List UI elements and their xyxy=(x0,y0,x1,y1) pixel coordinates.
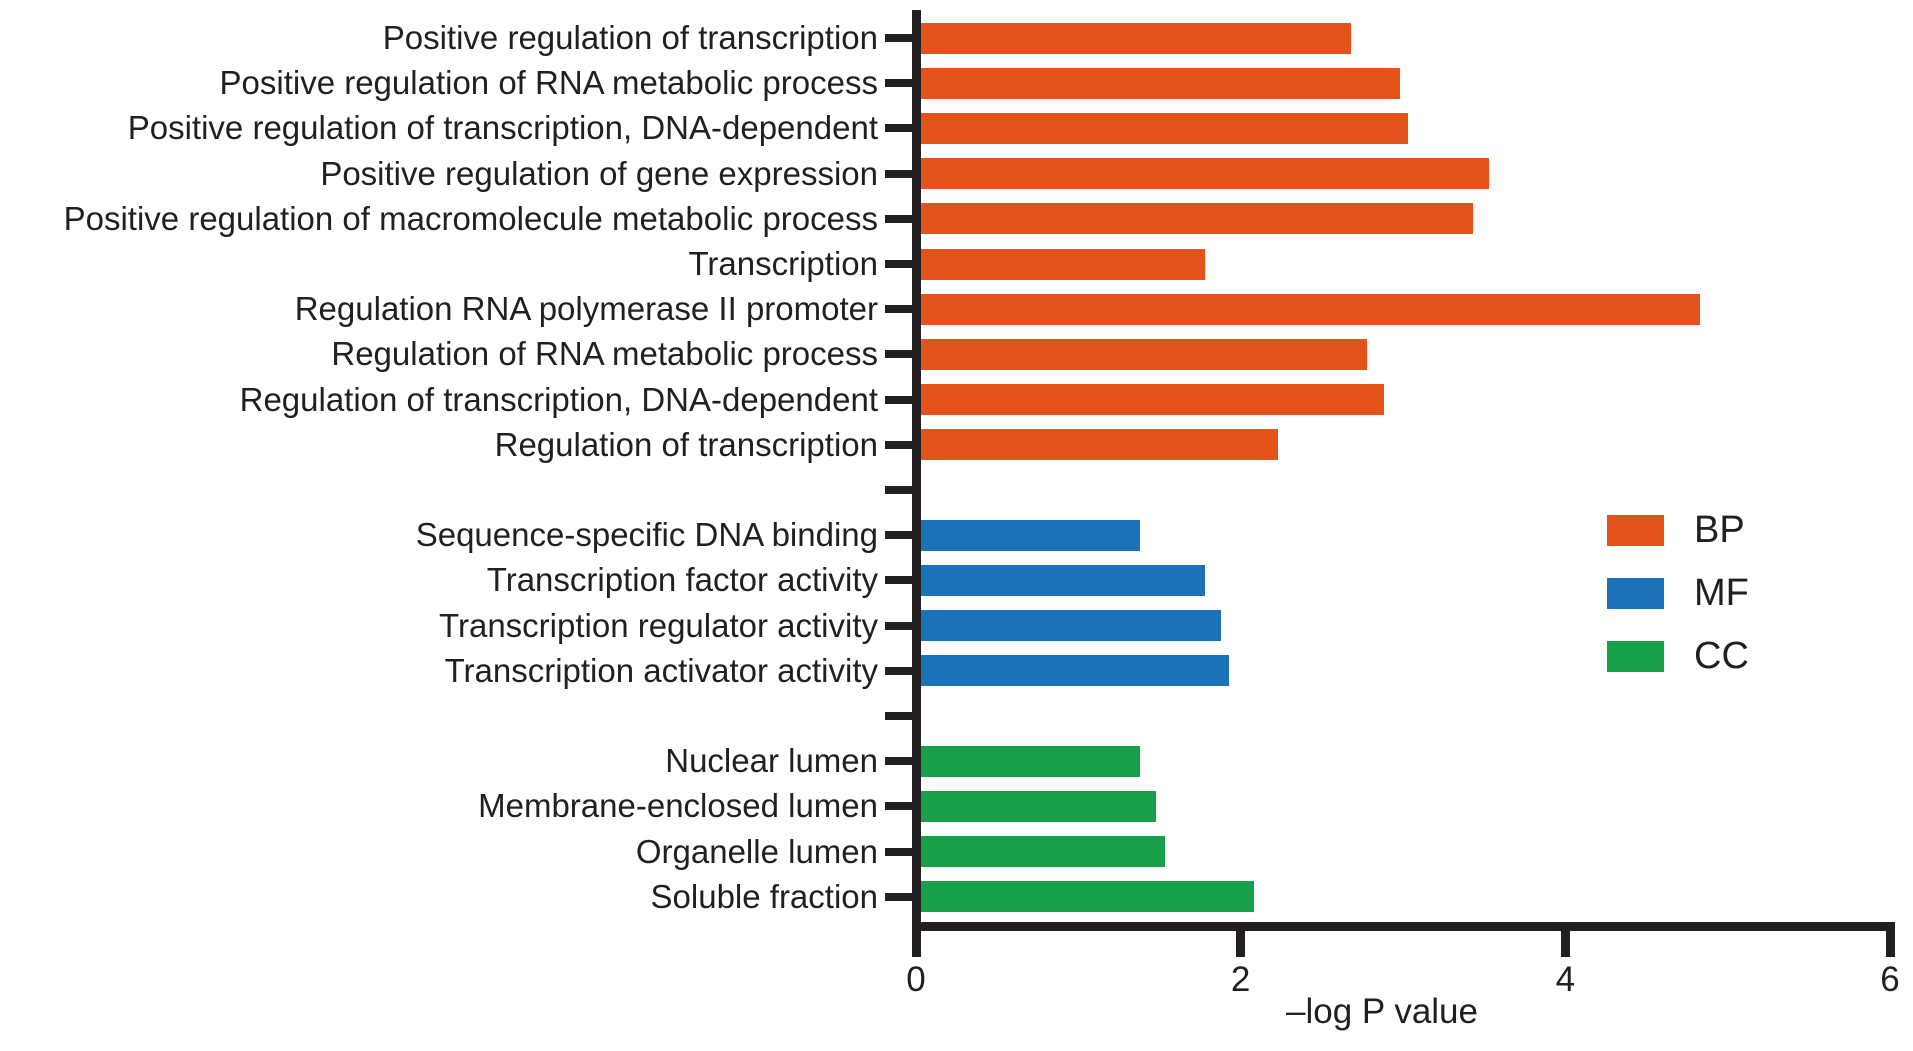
bar-cc xyxy=(921,881,1254,913)
category-label: Membrane-enclosed lumen xyxy=(478,787,878,825)
legend-item-mf: MF xyxy=(1607,572,1749,614)
x-axis-title: –log P value xyxy=(1285,992,1478,1031)
category-label: Regulation of transcription xyxy=(494,425,878,463)
bar-cc xyxy=(921,745,1140,777)
y-axis-row-tick xyxy=(885,847,912,856)
bar-bp xyxy=(921,203,1473,235)
y-axis-row-tick xyxy=(885,169,912,178)
y-axis-row-tick xyxy=(885,757,912,766)
y-axis-row-tick xyxy=(885,666,912,675)
category-label: Transcription factor activity xyxy=(486,561,878,599)
bar-cc xyxy=(921,836,1165,868)
x-axis-tick xyxy=(1560,931,1570,957)
bar-bp xyxy=(921,67,1400,99)
bar-bp xyxy=(921,384,1384,416)
y-axis-row-tick xyxy=(885,305,912,314)
y-axis-row-tick xyxy=(885,486,912,494)
category-label: Regulation of transcription, DNA-depende… xyxy=(239,380,878,418)
bar-mf xyxy=(921,655,1229,687)
category-label: Soluble fraction xyxy=(650,877,878,915)
category-label: Positive regulation of macromolecule met… xyxy=(63,199,878,237)
x-axis-tick xyxy=(1885,931,1895,957)
y-axis-row-tick xyxy=(885,802,912,811)
legend-label: CC xyxy=(1694,635,1749,677)
y-axis-row-tick xyxy=(885,260,912,268)
category-label: Positive regulation of transcription xyxy=(382,19,878,56)
legend-swatch xyxy=(1607,515,1664,546)
category-label: Organelle lumen xyxy=(635,832,878,870)
bar-mf xyxy=(921,610,1221,642)
bar-bp xyxy=(921,112,1408,144)
category-label: Positive regulation of gene expression xyxy=(320,154,878,192)
bar-bp xyxy=(921,158,1489,190)
y-axis-row-tick xyxy=(885,79,912,88)
category-label: Regulation of RNA metabolic process xyxy=(331,335,878,373)
y-axis-row-tick xyxy=(885,124,912,133)
y-axis-row-tick xyxy=(885,34,912,42)
bar-mf xyxy=(921,519,1140,551)
y-axis-row-tick xyxy=(885,395,912,404)
x-axis-tick-label: 0 xyxy=(906,960,926,999)
legend-label: BP xyxy=(1694,509,1745,551)
x-axis-tick xyxy=(1236,931,1246,957)
y-axis-row-tick xyxy=(885,214,912,223)
x-axis-tick-label: 2 xyxy=(1230,960,1251,999)
legend-label: MF xyxy=(1694,572,1749,614)
y-axis-row-tick xyxy=(885,531,912,540)
bar-bp xyxy=(921,22,1351,54)
y-axis-row-tick xyxy=(885,712,912,720)
category-label: Transcription activator activity xyxy=(444,651,878,689)
y-axis-row-tick xyxy=(885,892,912,901)
category-label: Sequence-specific DNA binding xyxy=(415,516,878,554)
legend-swatch xyxy=(1607,578,1664,609)
y-axis-row-tick xyxy=(885,576,912,585)
legend: BP MF CC xyxy=(1607,509,1749,704)
y-axis-line xyxy=(912,10,921,931)
bar-bp xyxy=(921,429,1278,461)
legend-item-bp: BP xyxy=(1607,509,1749,551)
category-label: Positive regulation of RNA metabolic pro… xyxy=(219,64,879,102)
y-axis-row-tick xyxy=(885,350,912,359)
bar-mf xyxy=(921,564,1205,596)
y-axis-row-tick xyxy=(885,621,912,630)
x-axis-line xyxy=(912,922,1895,931)
bar-bp xyxy=(921,293,1700,325)
legend-item-cc: CC xyxy=(1607,635,1749,677)
category-label: Nuclear lumen xyxy=(665,742,878,780)
bar-bp xyxy=(921,338,1367,370)
y-axis-row-tick xyxy=(885,440,912,449)
category-label: Transcription regulator activity xyxy=(439,606,878,644)
legend-swatch xyxy=(1607,641,1664,672)
x-axis-tick-label: 6 xyxy=(1880,960,1900,999)
category-label: Regulation RNA polymerase II promoter xyxy=(294,290,878,328)
category-label: Transcription xyxy=(688,245,878,282)
category-label: Positive regulation of transcription, DN… xyxy=(127,109,878,147)
bar-bp xyxy=(921,248,1205,280)
x-axis-tick-label: 4 xyxy=(1555,960,1576,999)
bar-cc xyxy=(921,790,1156,822)
x-axis-tick xyxy=(911,931,921,957)
